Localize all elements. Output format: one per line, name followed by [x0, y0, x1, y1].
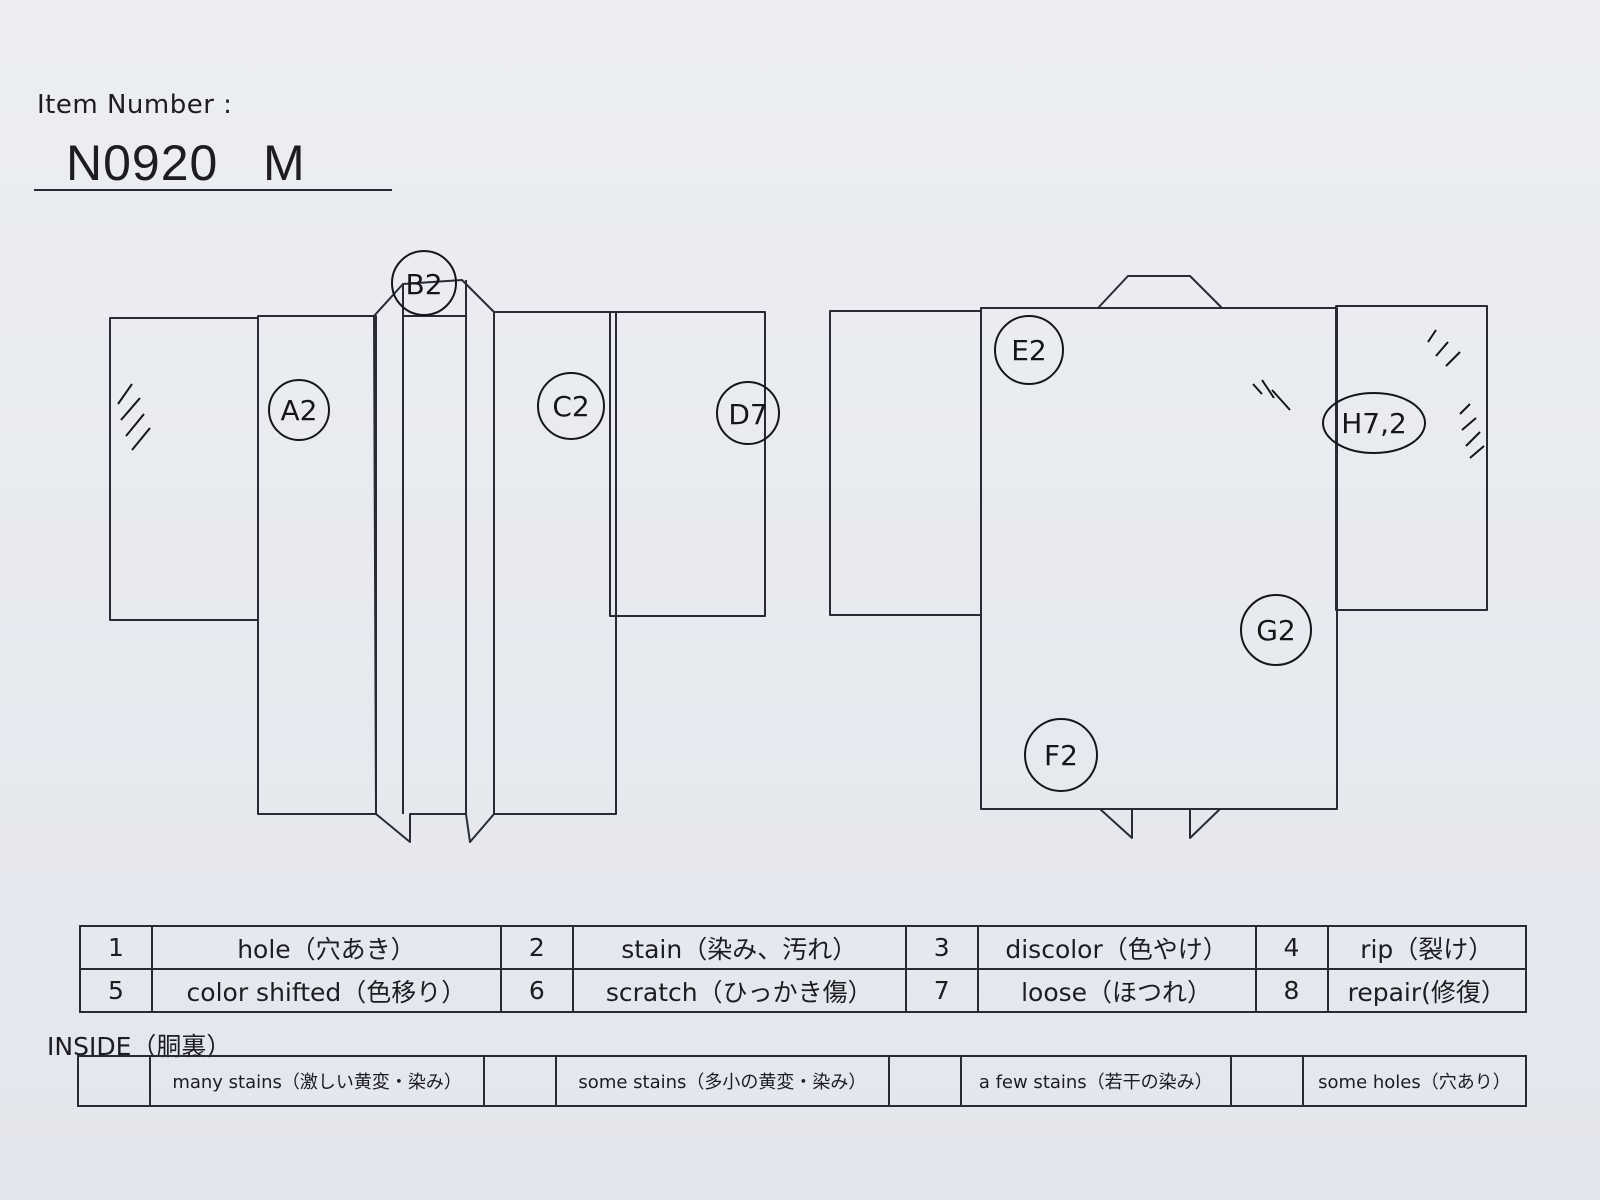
item-number-value: N0920 M	[66, 135, 306, 191]
hatch-back-sleeve-side	[1459, 403, 1485, 459]
front-collar-band	[373, 279, 495, 843]
inside-condition-table: many stains（激しい黄変・染み） some stains（多小の黄変・…	[77, 1055, 1528, 1107]
mark-e2-label: E2	[1011, 334, 1047, 367]
defect-code-label: discolor（色やけ）	[976, 925, 1257, 970]
defect-code-label: stain（染み、汚れ）	[571, 925, 907, 970]
defect-code-label: color shifted（色移り）	[151, 968, 502, 1013]
inside-option-label: a few stains（若干の染み）	[959, 1055, 1232, 1107]
mark-d7-label: D7	[728, 398, 767, 431]
mark-h72-label: H7,2	[1341, 407, 1407, 440]
damage-hatch-marks	[117, 329, 1485, 459]
defect-code-row: 5 color shifted（色移り） 6 scratch（ひっかき傷） 7 …	[79, 968, 1527, 1013]
mark-g2-label: G2	[1256, 614, 1296, 647]
inside-checkbox[interactable]	[483, 1055, 558, 1107]
front-left-sleeve	[609, 311, 766, 617]
defect-code-number: 2	[499, 925, 574, 970]
defect-code-number: 5	[79, 968, 153, 1013]
back-right-sleeve	[1335, 305, 1488, 611]
mark-c2-circle	[537, 372, 605, 440]
hatch-front-sleeve	[117, 383, 151, 451]
mark-b2-label: B2	[405, 268, 442, 301]
inside-checkbox[interactable]	[1229, 1055, 1304, 1107]
mark-f2-circle	[1024, 718, 1098, 792]
inside-option-label: many stains（激しい黄変・染み）	[148, 1055, 486, 1107]
hatch-back-body	[1252, 379, 1291, 411]
defect-code-number: 4	[1254, 925, 1329, 970]
defect-code-number: 8	[1254, 968, 1329, 1013]
defect-code-row: 1 hole（穴あき） 2 stain（染み、汚れ） 3 discolor（色や…	[79, 925, 1527, 970]
mark-c2-label: C2	[552, 390, 589, 423]
mark-d7-circle	[716, 381, 780, 445]
mark-a2-label: A2	[281, 394, 318, 427]
defect-code-label: loose（ほつれ）	[976, 968, 1257, 1013]
back-hem-tab-left	[1099, 808, 1133, 839]
inside-condition-row: many stains（激しい黄変・染み） some stains（多小の黄変・…	[77, 1055, 1528, 1107]
item-number-underline	[34, 189, 392, 191]
defect-code-label: rip（裂け）	[1326, 925, 1527, 970]
mark-g2-circle	[1240, 594, 1312, 666]
mark-a2-circle	[268, 379, 330, 441]
back-body	[980, 307, 1338, 810]
back-collar	[1097, 275, 1223, 309]
item-number-label: Item Number :	[37, 90, 233, 120]
defect-code-label: repair(修復）	[1326, 968, 1527, 1013]
inside-checkbox[interactable]	[887, 1055, 962, 1107]
defect-code-number: 3	[904, 925, 979, 970]
front-right-sleeve	[109, 317, 259, 621]
defect-code-number: 6	[499, 968, 574, 1013]
inside-option-label: some holes（穴あり）	[1301, 1055, 1528, 1107]
back-left-sleeve	[829, 310, 982, 616]
defect-code-label: scratch（ひっかき傷）	[571, 968, 907, 1013]
mark-h72-circle	[1322, 392, 1426, 454]
mark-f2-label: F2	[1044, 739, 1078, 772]
mark-b2-circle	[391, 250, 457, 316]
inside-option-label: some stains（多小の黄変・染み）	[555, 1055, 890, 1107]
defect-code-number: 1	[79, 925, 153, 970]
back-hem-tab-right	[1189, 808, 1221, 839]
hatch-back-sleeve-top	[1427, 329, 1461, 367]
inside-checkbox[interactable]	[77, 1055, 151, 1107]
defect-code-number: 7	[904, 968, 979, 1013]
defect-code-table: 1 hole（穴あき） 2 stain（染み、汚れ） 3 discolor（色や…	[79, 925, 1527, 1013]
mark-e2-circle	[994, 315, 1064, 385]
defect-code-label: hole（穴あき）	[151, 925, 502, 970]
